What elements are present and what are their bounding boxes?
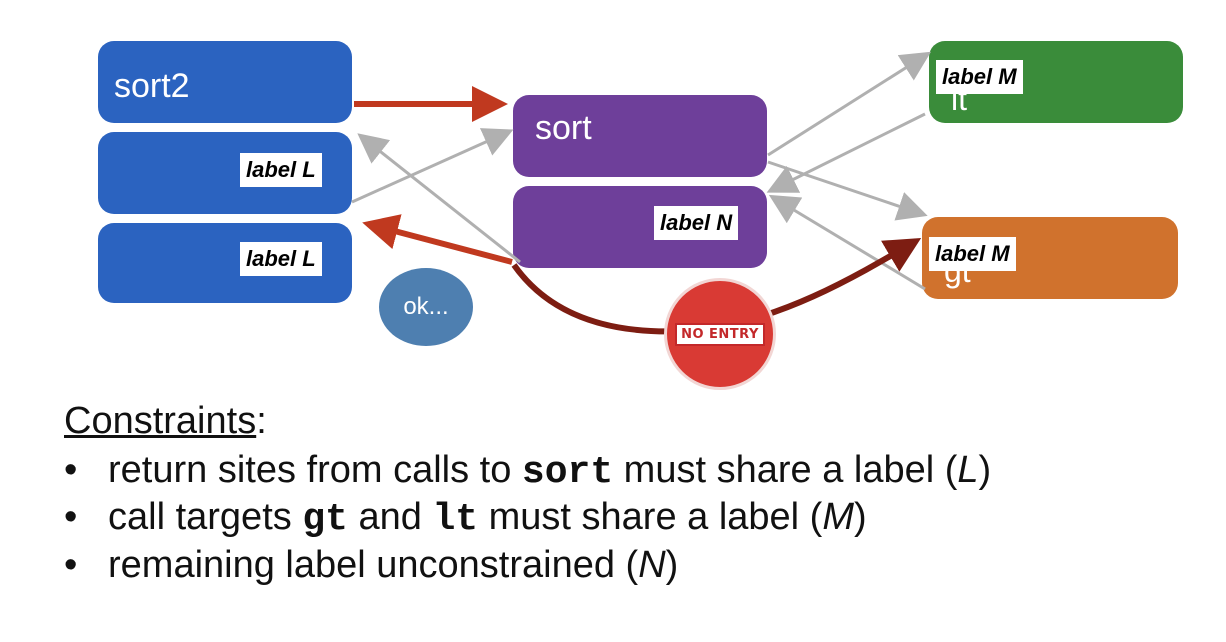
constraint-var: M <box>822 496 854 539</box>
constraint-text: remaining label unconstrained ( <box>108 543 639 586</box>
code-sort: sort <box>521 451 614 494</box>
code-gt: gt <box>302 498 348 542</box>
constraint-var: N <box>638 543 666 586</box>
label-n: label N <box>654 206 739 241</box>
constraint-text: must share a label ( <box>613 449 958 491</box>
ok-badge: ok... <box>379 268 473 346</box>
ok-text: ok... <box>403 293 449 320</box>
constraint-var: L <box>957 449 979 491</box>
constraint-item: return sites from calls to sort must sha… <box>64 449 1214 494</box>
label-l-2: label L <box>240 242 322 277</box>
constraint-text: ) <box>978 449 992 491</box>
label-m-lt: label M <box>936 60 1023 95</box>
constraints-section: Constraints: return sites from calls to … <box>64 400 1214 589</box>
gray-arrow-lt-return <box>766 112 926 193</box>
constraint-text: ) <box>853 496 867 539</box>
sort-title: sort <box>535 109 592 147</box>
constraints-heading-colon: : <box>256 400 267 442</box>
constraints-heading: Constraints <box>64 400 257 442</box>
no-entry-sign: NO ENTRY <box>664 278 776 390</box>
sort-box: sort <box>513 95 767 177</box>
constraint-text: and <box>347 496 433 539</box>
gray-arrow-sort-return <box>357 133 521 264</box>
red-arrow-return-ok <box>362 214 513 265</box>
constraint-text: call targets <box>108 496 303 539</box>
code-lt: lt <box>432 498 479 542</box>
label-m-gt: label M <box>929 237 1016 272</box>
sort2-title: sort2 <box>114 67 190 105</box>
constraint-item: remaining label unconstrained (N) <box>64 543 1214 588</box>
constraints-list: return sites from calls to sort must sha… <box>64 449 1214 587</box>
sort2-box: sort2 <box>98 41 352 123</box>
no-entry-text: NO ENTRY <box>675 322 765 346</box>
gray-arrow-sort2-to-sort <box>351 128 514 204</box>
label-l-1: label L <box>240 153 322 188</box>
gray-arrow-sort-to-gt <box>767 160 928 221</box>
gray-arrow-sort-to-lt <box>767 51 932 157</box>
constraint-item: call targets gt and lt must share a labe… <box>64 496 1214 542</box>
constraint-text: return sites from calls to <box>108 449 522 491</box>
gray-arrow-gt-return <box>768 194 926 291</box>
constraint-text: ) <box>665 543 679 586</box>
constraints-heading-line: Constraints: <box>64 400 1214 443</box>
constraint-text: must share a label ( <box>478 496 823 539</box>
